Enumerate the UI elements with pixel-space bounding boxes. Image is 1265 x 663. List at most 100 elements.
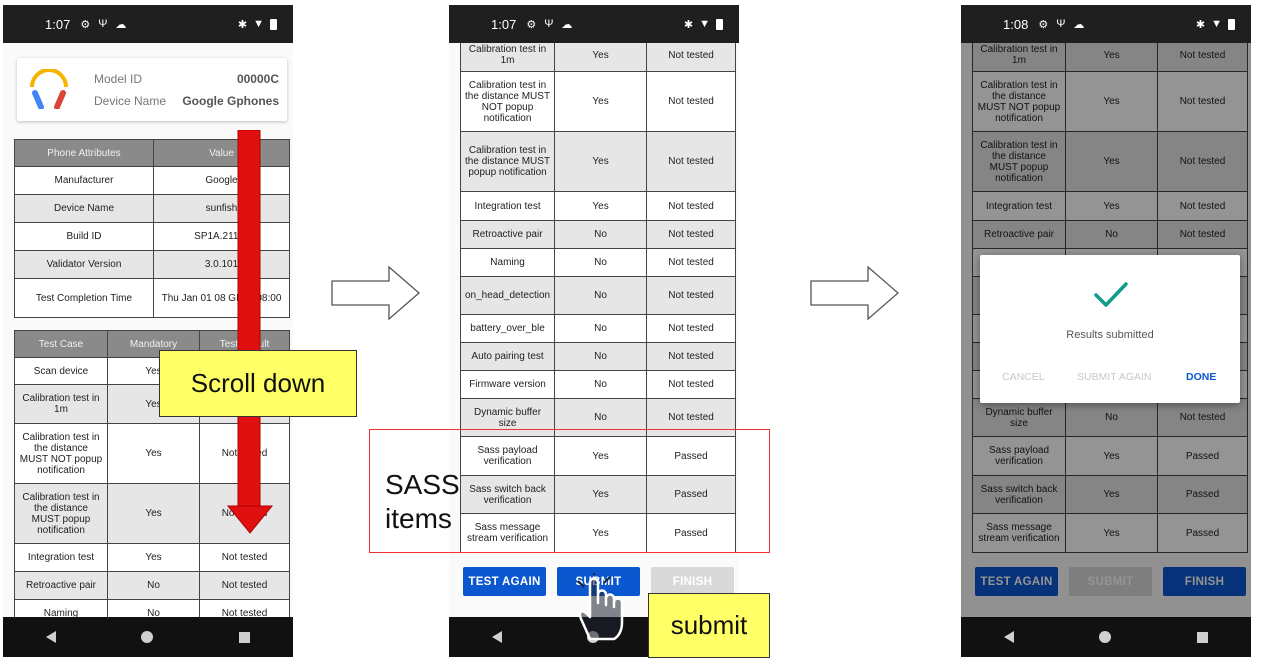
table-row: Calibration test in the distance MUST po… bbox=[459, 131, 736, 192]
mandatory: Yes bbox=[107, 423, 200, 484]
recents-icon[interactable] bbox=[1197, 631, 1209, 643]
test-case: Firmware version bbox=[459, 370, 556, 399]
test-case: on_head_detection bbox=[459, 276, 556, 315]
mandatory: Yes bbox=[107, 543, 200, 572]
status-time: 1:07 bbox=[491, 16, 517, 32]
fork-status-icon: Ψ bbox=[1056, 18, 1066, 30]
test-case: Sass switch back verification bbox=[459, 475, 556, 514]
test-result: Not tested bbox=[646, 220, 736, 249]
back-icon[interactable] bbox=[1003, 631, 1014, 643]
bluetooth-icon: ✱ bbox=[1195, 18, 1206, 31]
test-again-button[interactable]: TEST AGAIN bbox=[463, 567, 546, 596]
check-icon bbox=[1094, 282, 1128, 307]
back-icon[interactable] bbox=[45, 631, 56, 643]
attribute-name: Build ID bbox=[14, 222, 154, 251]
mandatory: Yes bbox=[1065, 71, 1158, 132]
test-result: Not tested bbox=[646, 314, 736, 343]
test-result: Not tested bbox=[1157, 43, 1248, 72]
dialog-message: Results submitted bbox=[1066, 329, 1154, 341]
settings-status-icon: ⚙ bbox=[1038, 18, 1049, 31]
mandatory: Yes bbox=[1065, 191, 1158, 221]
attribute-value: SP1A.21110 bbox=[153, 222, 290, 251]
test-case: Integration test bbox=[459, 191, 556, 221]
mandatory: No bbox=[554, 342, 648, 371]
test-case: Calibration test in the distance MUST NO… bbox=[14, 423, 108, 484]
mandatory: Yes bbox=[554, 43, 648, 72]
test-result: Not tested bbox=[1157, 71, 1248, 132]
test-result: Passed bbox=[646, 436, 736, 476]
finish-button[interactable]: FINISH bbox=[651, 567, 734, 596]
cloud-status-icon: ☁ bbox=[561, 18, 573, 31]
status-bar: 1:07 ⚙Ψ☁ ✱▼ bbox=[3, 5, 293, 43]
finish-button[interactable]: FINISH bbox=[1163, 567, 1246, 596]
test-case: Calibration test in the distance MUST NO… bbox=[459, 71, 556, 132]
table-header: Phone Attributes bbox=[14, 139, 154, 167]
status-time: 1:08 bbox=[1003, 16, 1029, 32]
mandatory: No bbox=[107, 571, 200, 600]
table-row: Calibration test in the distance MUST po… bbox=[972, 131, 1248, 192]
submit-button[interactable]: SUBMIT bbox=[1069, 567, 1152, 596]
hand-pointer-icon bbox=[577, 573, 624, 641]
home-icon[interactable] bbox=[141, 631, 154, 643]
test-case: Sass switch back verification bbox=[972, 475, 1066, 514]
fork-status-icon: Ψ bbox=[98, 18, 108, 30]
test-case: Auto pairing test bbox=[459, 342, 556, 371]
navigation-bar bbox=[3, 617, 293, 657]
scroll-down-callout: Scroll down bbox=[159, 350, 357, 417]
mandatory: Yes bbox=[554, 191, 648, 221]
settings-status-icon: ⚙ bbox=[80, 18, 91, 31]
back-icon[interactable] bbox=[491, 631, 502, 643]
mandatory: No bbox=[554, 220, 648, 249]
scroll-down-arrow-icon bbox=[226, 130, 274, 534]
test-result: Not tested bbox=[199, 599, 290, 617]
device-name-value: Google Gphones bbox=[182, 94, 279, 108]
test-result: Not tested bbox=[1157, 220, 1248, 249]
status-bar: 1:08 ⚙Ψ☁ ✱▼ bbox=[961, 5, 1251, 43]
attribute-value: Thu Jan 01 08 GMT+08:00 bbox=[153, 278, 290, 318]
navigation-bar bbox=[961, 617, 1251, 657]
test-result: Not tested bbox=[646, 370, 736, 399]
battery-icon bbox=[1228, 18, 1235, 30]
cancel-button[interactable]: CANCEL bbox=[1002, 371, 1045, 383]
done-button[interactable]: DONE bbox=[1186, 371, 1217, 383]
test-case: Sass message stream verification bbox=[459, 513, 556, 553]
test-again-button[interactable]: TEST AGAIN bbox=[975, 567, 1058, 596]
test-result: Passed bbox=[1157, 475, 1248, 514]
table-header: Test Case bbox=[14, 330, 108, 358]
model-id-label: Model ID bbox=[94, 72, 143, 86]
fork-status-icon: Ψ bbox=[544, 18, 554, 30]
attribute-value: sunfish bbox=[153, 194, 290, 223]
test-result: Not tested bbox=[646, 131, 736, 192]
test-case: Sass payload verification bbox=[972, 436, 1066, 476]
test-case: Naming bbox=[459, 248, 556, 277]
test-case: Calibration test in the distance MUST NO… bbox=[972, 71, 1066, 132]
test-result: Passed bbox=[646, 513, 736, 553]
home-icon[interactable] bbox=[1099, 631, 1112, 643]
test-case: Calibration test in the distance MUST po… bbox=[459, 131, 556, 192]
test-case: battery_over_ble bbox=[459, 314, 556, 343]
cloud-status-icon: ☁ bbox=[115, 18, 127, 31]
sass-items-highlight bbox=[369, 429, 770, 553]
submit-again-button[interactable]: SUBMIT AGAIN bbox=[1077, 371, 1152, 383]
attribute-value: Google bbox=[153, 166, 290, 195]
table-row: Calibration test in the distance MUST NO… bbox=[972, 71, 1248, 132]
test-case: Naming bbox=[14, 599, 108, 617]
mandatory: Yes bbox=[554, 436, 648, 476]
next-step-arrow-icon bbox=[331, 266, 420, 320]
test-result: Not tested bbox=[646, 398, 736, 437]
test-case: Retroactive pair bbox=[459, 220, 556, 249]
table-row: Calibration test in the distance MUST po… bbox=[14, 483, 290, 544]
recents-icon[interactable] bbox=[239, 631, 251, 643]
test-result: Not tested bbox=[646, 276, 736, 315]
settings-status-icon: ⚙ bbox=[526, 18, 537, 31]
